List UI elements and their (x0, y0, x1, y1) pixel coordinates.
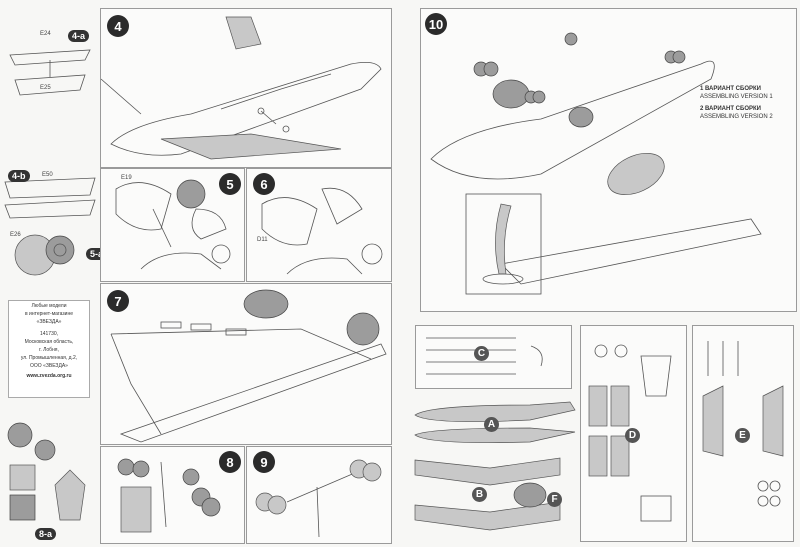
step-4-frame: 4 (100, 8, 392, 168)
address-line: г. Лобня, (39, 347, 59, 353)
sprue-e-drawing (702, 341, 784, 507)
sprue-letter: D (625, 428, 640, 443)
part-label: E50 (42, 172, 53, 178)
part-label: E19 (121, 175, 132, 181)
step-number: 10 (425, 13, 447, 35)
address-line: Любые модели (31, 303, 67, 309)
address-line: «ЗВЕЗДА» (36, 319, 62, 325)
sub-step-label: 4-a (68, 30, 90, 42)
assembly-versions: 1 ВАРИАНТ СБОРКИ ASSEMBLING VERSION 1 2 … (700, 85, 773, 121)
step-4b-drawing (4, 177, 96, 276)
sub-step-label: 8-a (35, 528, 57, 540)
sprue-d: D (580, 325, 687, 542)
sprue-c-drawing (426, 337, 543, 375)
step-number: 6 (253, 173, 275, 195)
step-number: 4 (107, 15, 129, 37)
step-6-drawing (261, 187, 383, 275)
address-line: Московская область, (24, 339, 74, 345)
step-8a-drawing (7, 422, 86, 521)
address-line: в интернет-магазине (24, 311, 73, 317)
left-instruction-page: 4 4-a E24 E25 4-b 5-a E50 E26 5 E19 (0, 0, 400, 547)
sprue-d-drawing (588, 344, 672, 522)
sprue-letter: E (735, 428, 750, 443)
version-2-en: ASSEMBLING VERSION 2 (700, 114, 773, 120)
sprue-a-drawing (414, 401, 576, 444)
step-number: 8 (219, 451, 241, 473)
version-2-ru: 2 ВАРИАНТ СБОРКИ (700, 106, 761, 112)
step-4-drawing (101, 16, 382, 160)
step-5-frame: 5 E19 (100, 168, 245, 282)
step-7-drawing (110, 289, 387, 443)
part-label: E25 (40, 85, 51, 91)
website-url: www.zvezda.org.ru (26, 373, 72, 379)
step-6-frame: 6 D11 (246, 168, 392, 282)
sprue-letter: C (474, 346, 489, 361)
step-number: 5 (219, 173, 241, 195)
step-10-frame: 10 (420, 8, 797, 312)
sprue-letter: B (472, 487, 487, 502)
step-8-frame: 8 (100, 446, 245, 544)
step-7-frame: 7 (100, 283, 392, 445)
step-4a-drawing (9, 49, 91, 96)
sprue-e: E (692, 325, 794, 542)
address-line: ул. Промышленная, д.2, (20, 355, 78, 361)
sprue-c: C (415, 325, 572, 389)
sprue-b-drawing (414, 457, 561, 531)
address-line: ООО «ЗВЕЗДА» (30, 363, 68, 369)
step-9-frame: 9 (246, 446, 392, 544)
version-1-en: ASSEMBLING VERSION 1 (700, 94, 773, 100)
address-line: 141730, (39, 331, 59, 337)
part-label: D11 (257, 237, 268, 243)
part-label: E26 (10, 232, 21, 238)
step-number: 7 (107, 290, 129, 312)
part-label: E24 (40, 31, 51, 37)
step-5-drawing (115, 179, 231, 270)
sub-step-label: 4-b (8, 170, 30, 182)
version-1-ru: 1 ВАРИАНТ СБОРКИ (700, 86, 761, 92)
step-8-drawing (117, 458, 221, 533)
step-number: 9 (253, 451, 275, 473)
right-instruction-page: 10 1 ВАРИАНТ СБОРКИ ASSEMBLING VERSION 1… (400, 0, 800, 547)
manufacturer-address-box: Любые модели в интернет-магазине «ЗВЕЗДА… (8, 300, 90, 398)
step-10-drawing (430, 32, 762, 295)
sprue-letter: A (484, 417, 499, 432)
sprue-letter: F (547, 492, 562, 507)
step-9-drawing (255, 459, 382, 538)
